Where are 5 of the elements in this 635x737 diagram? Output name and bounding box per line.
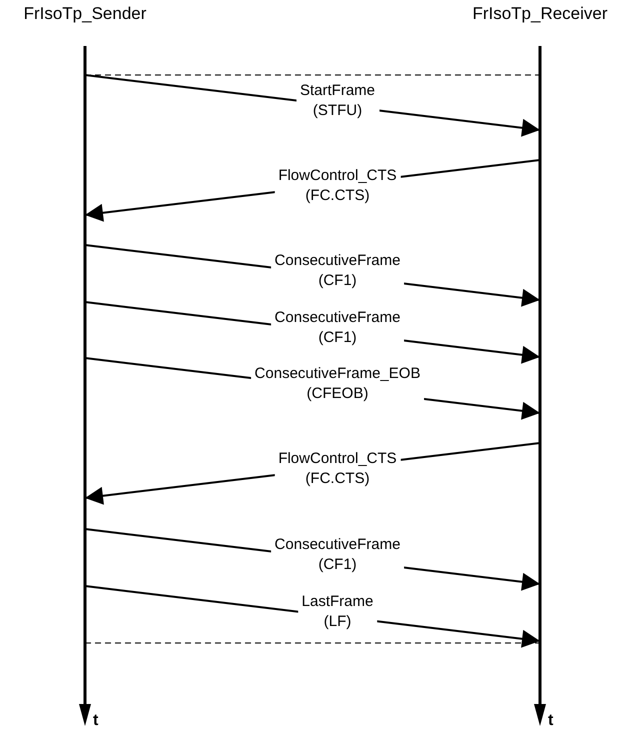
lifeline-title: FrIsoTp_Sender — [22, 4, 148, 24]
time-label: t — [93, 712, 98, 730]
lifeline-title: FrIsoTp_Receiver — [471, 4, 609, 24]
dashed-line — [84, 642, 540, 644]
time-label: t — [548, 712, 554, 730]
